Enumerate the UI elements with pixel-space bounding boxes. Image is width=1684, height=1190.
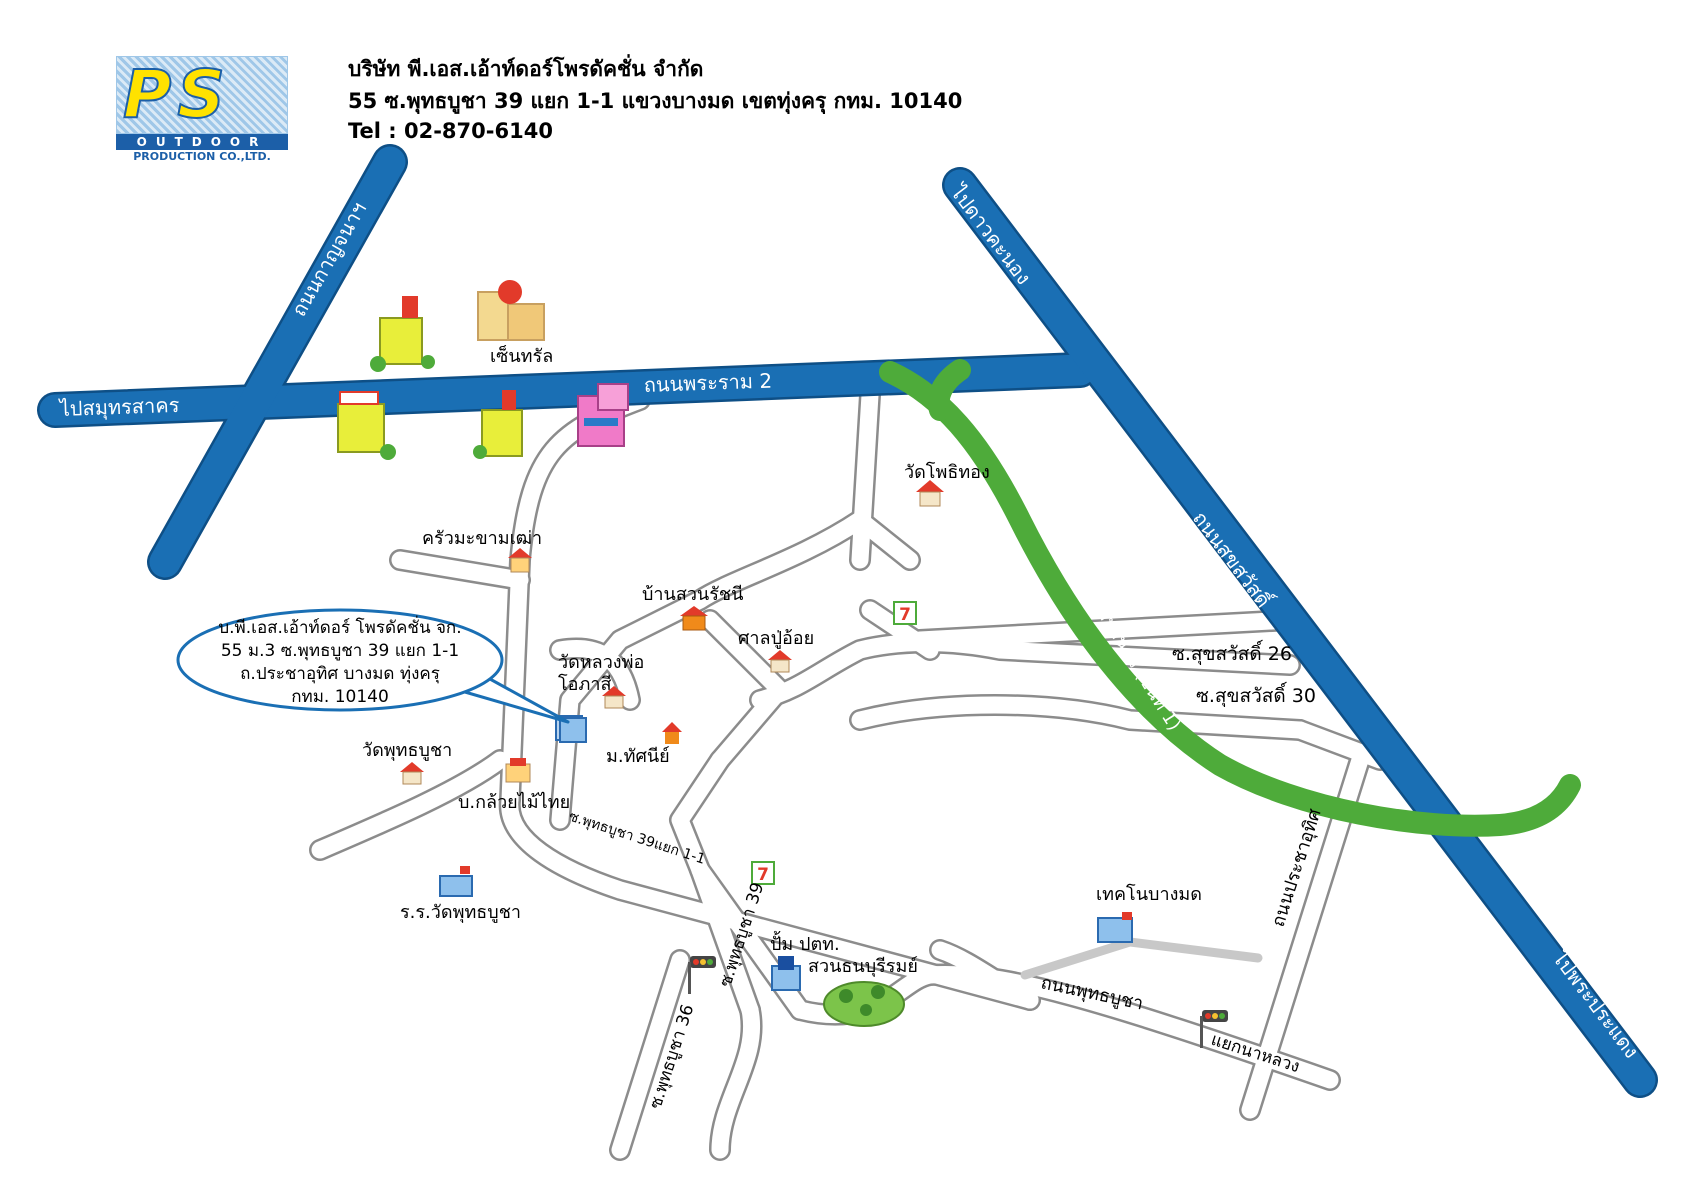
label-central: เซ็นทรัล <box>490 344 553 367</box>
seven-eleven-2-icon: 7 <box>751 861 775 885</box>
big-c-2-building-icon <box>473 390 523 459</box>
expressway-route <box>879 359 1581 837</box>
logo-mark: PS <box>122 56 231 133</box>
park-icon <box>823 981 905 1027</box>
svg-text:7: 7 <box>757 865 769 885</box>
techno-icon <box>1097 912 1133 943</box>
wat-phuttha-icon <box>400 762 424 785</box>
label-rama2: ถนนพระราม 2 <box>643 369 772 397</box>
label-park: สวนธนบุรีรมย์ <box>808 956 918 977</box>
central-building-icon <box>477 280 545 341</box>
tesco-building-icon <box>337 391 396 460</box>
traffic-light-icon <box>688 956 716 994</box>
landmarks: 7 7 <box>337 280 1228 1048</box>
wat-luang-icon <box>602 686 626 709</box>
logo-band: OUTDOOR <box>116 134 288 150</box>
callout-line-1: บ.พี.เอส.เอ้าท์ดอร์ โพรดัคชั่น จก. <box>218 615 461 638</box>
big-c-building-icon <box>370 296 435 372</box>
label-wat-luang: วัดหลวงพ่อ <box>558 652 644 673</box>
company-name: บริษัท พี.เอส.เอ้าท์ดอร์โพรดัคชั่น จำกัด <box>348 57 704 81</box>
logo-subtitle: PRODUCTION CO.,LTD. <box>133 150 271 163</box>
label-krua: ครัวมะขามเฒ่า <box>422 528 542 549</box>
house-icon <box>680 606 708 631</box>
orchid-company-icon <box>505 758 531 783</box>
shrine-icon <box>768 650 792 673</box>
place-labels: เซ็นทรัล วัดโพธิทอง ครัวมะขามเฒ่า บ้านสว… <box>362 344 1202 977</box>
homepro-building-icon <box>577 383 629 447</box>
svg-text:7: 7 <box>899 605 911 625</box>
callout-line-3: ถ.ประชาอุทิศ บางมด ทุ่งครุ <box>240 664 440 684</box>
company-address: 55 ซ.พุทธบูชา 39 แยก 1-1 แขวงบางมด เขตทุ… <box>348 89 963 113</box>
label-wat-pho-thong: วัดโพธิทอง <box>904 461 990 483</box>
restaurant-icon <box>508 548 532 573</box>
school-icon <box>439 866 473 897</box>
label-suksawat-30: ซ.สุขสวัสดิ์ 30 <box>1196 681 1316 708</box>
label-kluai-mai: บ.กล้วยไม้ไทย <box>458 791 570 813</box>
label-ban-suan: บ้านสวนรัชนี <box>642 584 743 605</box>
label-wat-luang-2: โอภาสี <box>558 673 611 695</box>
callout-line-2: 55 ม.3 ซ.พุทธบูชา 39 แยก 1-1 <box>221 641 459 661</box>
label-samut-sakhon: ไปสมุทรสาคร <box>57 393 180 422</box>
logo-mark-box: PS <box>116 56 288 134</box>
label-suksawat-26: ซ.สุขสวัสดิ์ 26 <box>1172 639 1292 666</box>
company-logo: PS OUTDOOR PRODUCTION CO.,LTD. <box>116 56 288 164</box>
label-ptt: ปั้ม ปตท. <box>770 931 840 955</box>
techno-access-road <box>1020 937 1263 980</box>
temple-icon <box>916 480 944 507</box>
label-techno: เทคโนบางมด <box>1096 883 1202 905</box>
company-tel: Tel : 02-870-6140 <box>348 119 553 143</box>
company-callout: บ.พี.เอส.เอ้าท์ดอร์ โพรดัคชั่น จก. 55 ม.… <box>176 608 570 724</box>
traffic-light-2-icon <box>1200 1010 1228 1048</box>
label-wat-phuttha: วัดพุทธบูชา <box>362 740 452 761</box>
callout-line-4: กทม. 10140 <box>291 687 389 707</box>
label-m-thasani: ม.ทัศนีย์ <box>606 746 670 767</box>
seven-eleven-icon: 7 <box>893 601 917 625</box>
label-school: ร.ร.วัดพุทธบูชา <box>400 902 521 923</box>
ptt-pump-icon <box>771 956 801 991</box>
label-san-pu: ศาลปู่อ้อย <box>738 628 814 649</box>
village-icon <box>662 722 682 744</box>
